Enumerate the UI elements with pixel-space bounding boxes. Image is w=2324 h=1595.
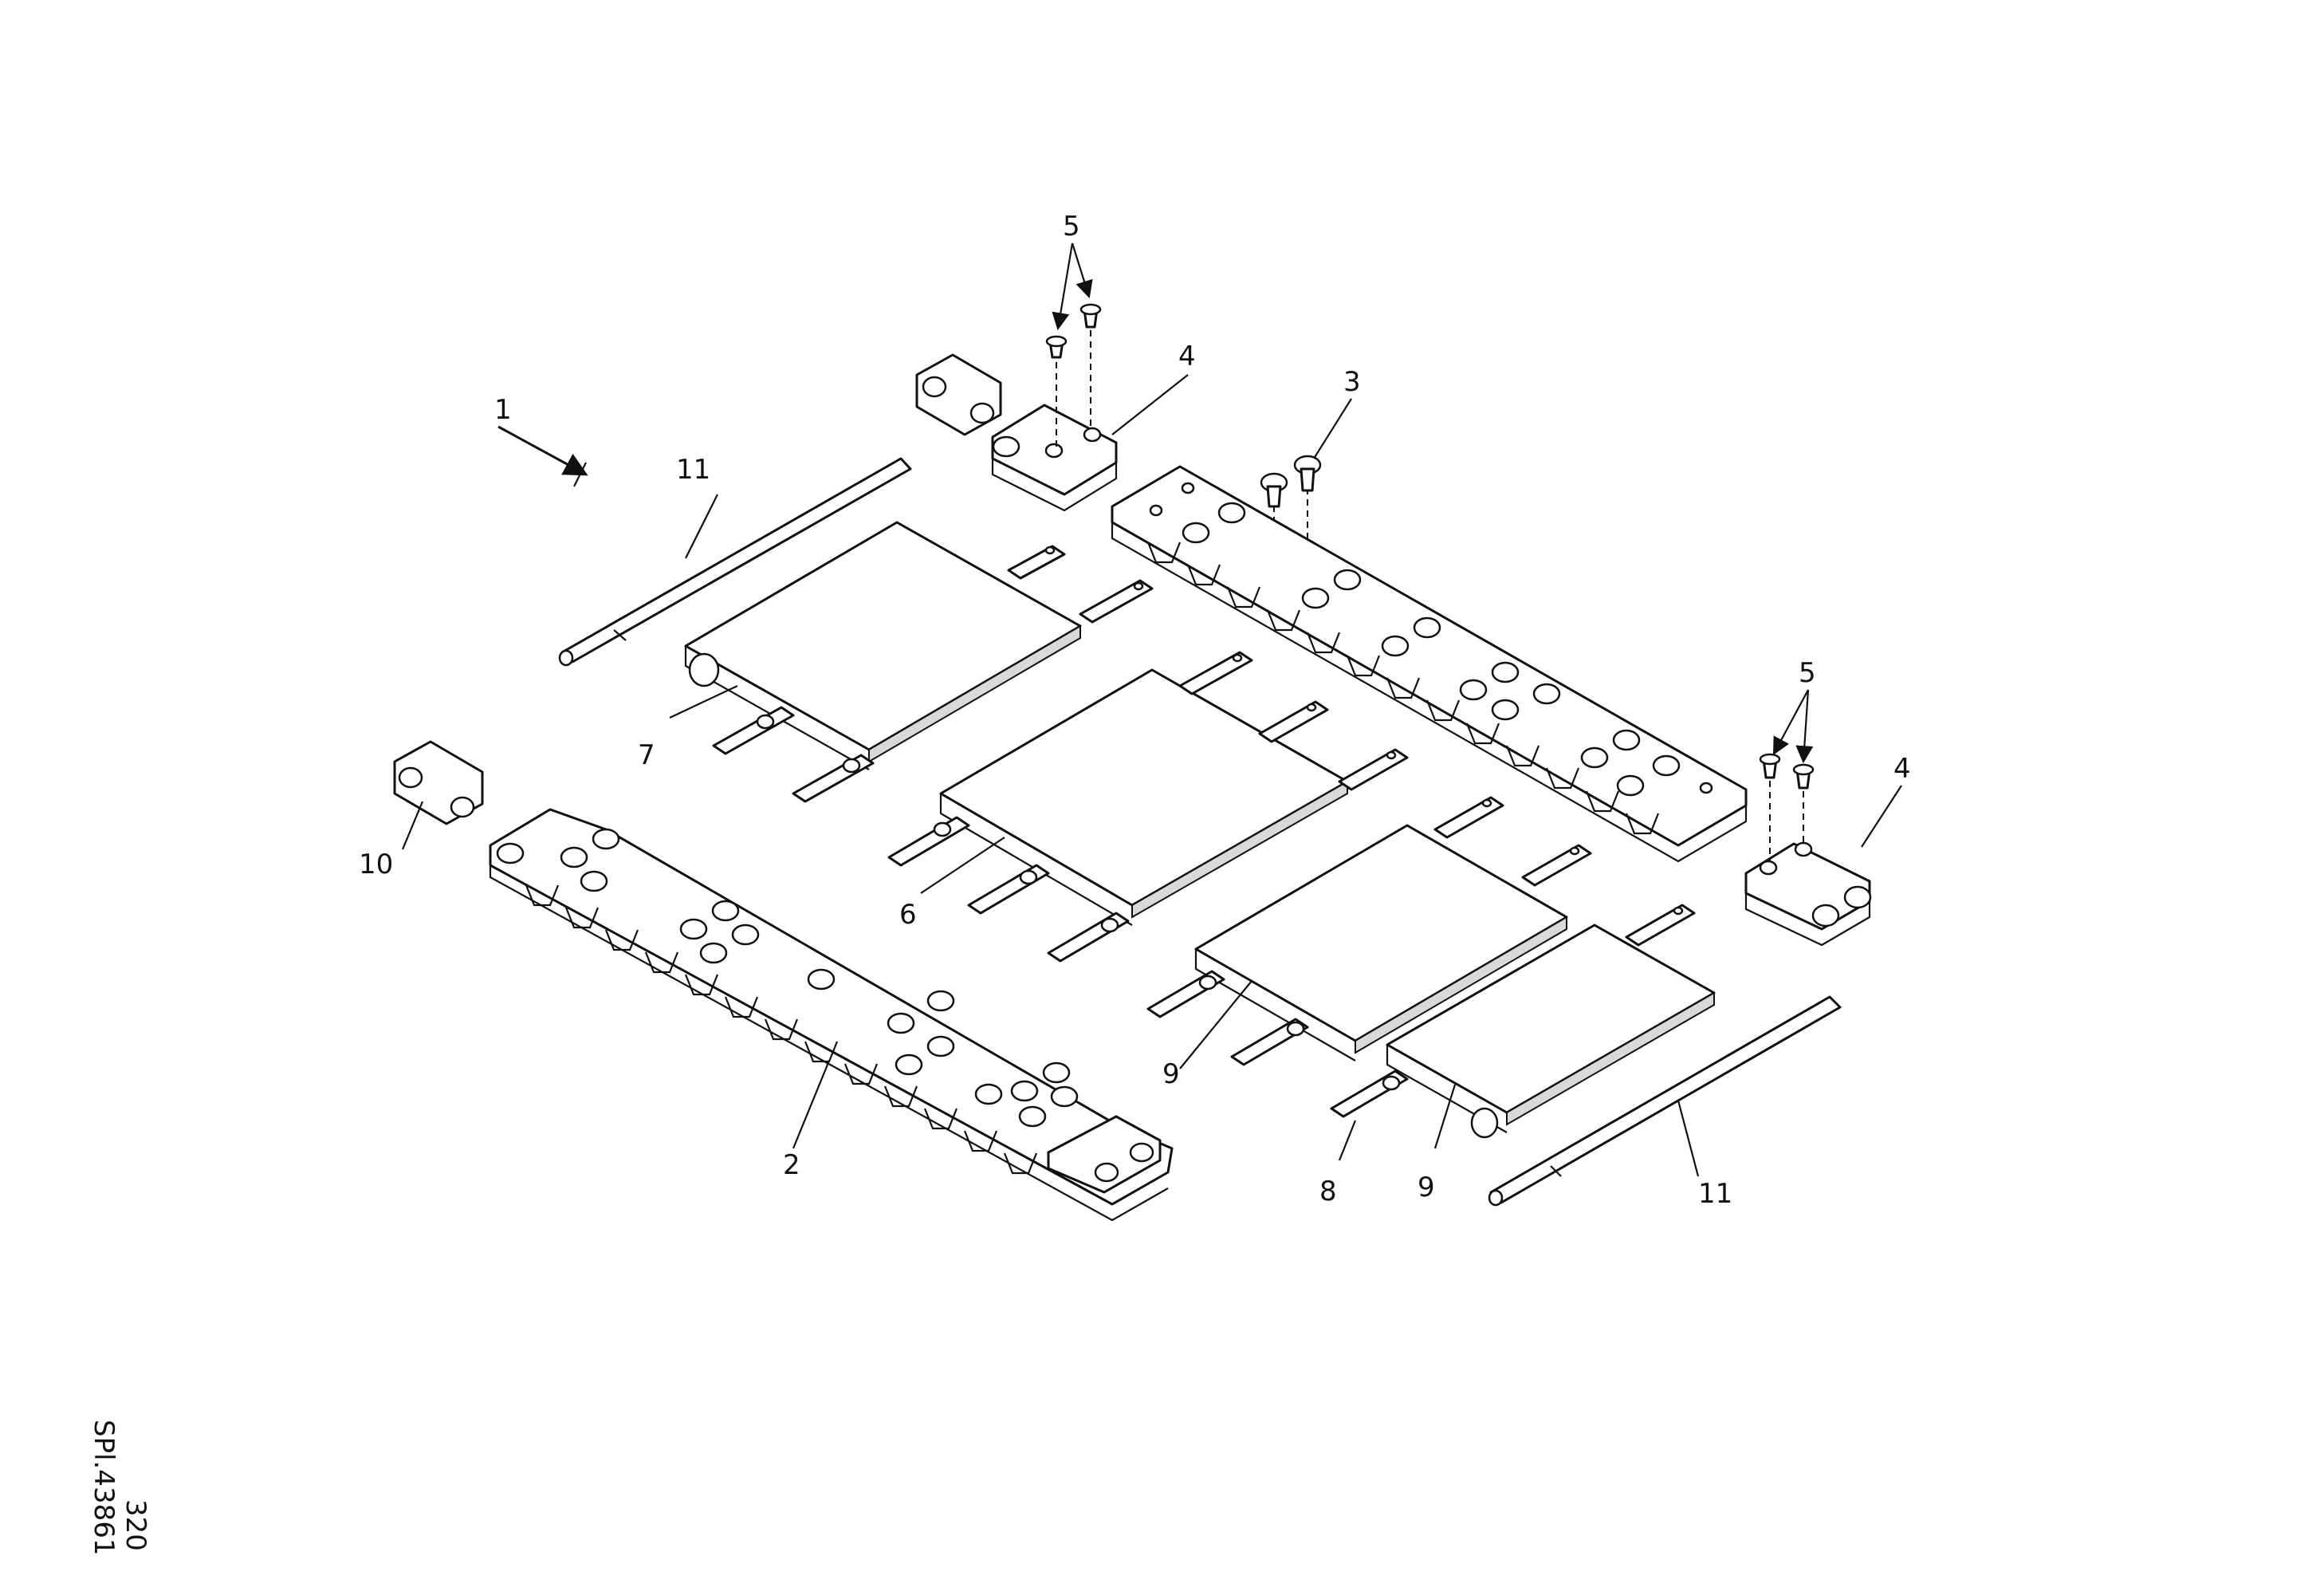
callout-7: 7 [638,739,655,771]
connector-link-top [915,353,1002,436]
slat-7 [684,521,1154,803]
slat-9-upper [1146,796,1592,1066]
callout-9-lower: 9 [1418,1172,1435,1203]
toothed-rail-back [1111,465,1748,863]
callout-5-top: 5 [1063,211,1080,242]
callout-4-right: 4 [1893,753,1911,785]
callout-10: 10 [359,849,393,880]
callout-8: 8 [1319,1176,1337,1207]
direction-arrow [497,425,588,487]
rivets-top [1045,303,1102,447]
connector-link-left [393,740,484,825]
drawing-code: SPl.43861 [88,1420,120,1556]
leader-lines [401,242,1902,1177]
shaft-top [558,457,912,667]
callout-4-top: 4 [1178,341,1196,372]
callout-9-upper: 9 [1162,1058,1180,1090]
callout-6: 6 [899,899,917,931]
hinge-clip-right [1744,841,1872,947]
callout-5-right: 5 [1799,657,1816,689]
hinge-clip-top [991,404,1118,512]
callout-3: 3 [1343,366,1361,398]
callout-2: 2 [783,1149,800,1181]
toothed-rail-front [489,808,1174,1222]
slat-9-lower [1330,904,1716,1139]
document-reference: 320 SPl.43861 [88,1420,151,1556]
callout-1: 1 [494,394,512,426]
slat-6 [887,651,1409,963]
page-number: 320 [120,1499,151,1551]
callout-11-top: 11 [676,454,710,486]
shaft-bottom [1488,995,1842,1207]
callout-11-bottom: 11 [1698,1178,1732,1210]
rivets-right [1759,753,1815,861]
